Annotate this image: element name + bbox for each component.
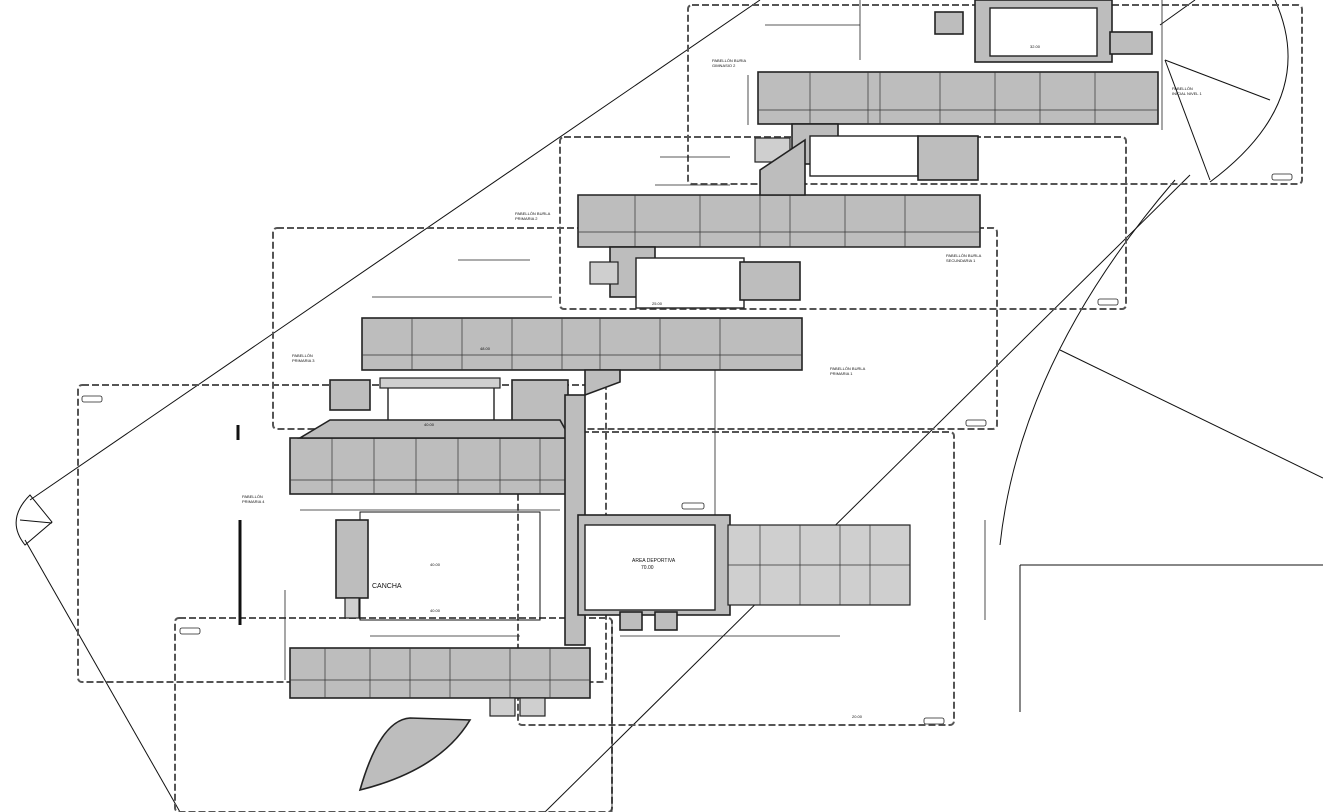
dim-label-e: 25.00 [652, 301, 663, 306]
building-block-1 [754, 0, 1159, 181]
building-block-5 [289, 647, 591, 792]
court-area [236, 425, 541, 625]
dim-label-d: 32.00 [1030, 44, 1041, 49]
building-block-2 [577, 138, 981, 309]
label-cancha: CANCHA [372, 583, 402, 590]
zone-outlines [77, 4, 1303, 812]
level-tags [81, 173, 1293, 725]
dim-label-f: 40.00 [424, 422, 435, 427]
dim-label-a: 40.00 [430, 562, 441, 567]
sports-area [577, 514, 911, 631]
dim-label-g: 20.00 [852, 714, 863, 719]
label-area-value: 70.00 [641, 565, 654, 571]
site-boundary [15, 0, 1323, 812]
building-block-3 [329, 317, 803, 429]
dimension-lines [284, 0, 1163, 812]
label-area-deportiva: AREA DEPORTIVA [632, 558, 676, 564]
dim-label-b: 40.00 [430, 608, 441, 613]
dim-label-c: 48.00 [480, 346, 491, 351]
